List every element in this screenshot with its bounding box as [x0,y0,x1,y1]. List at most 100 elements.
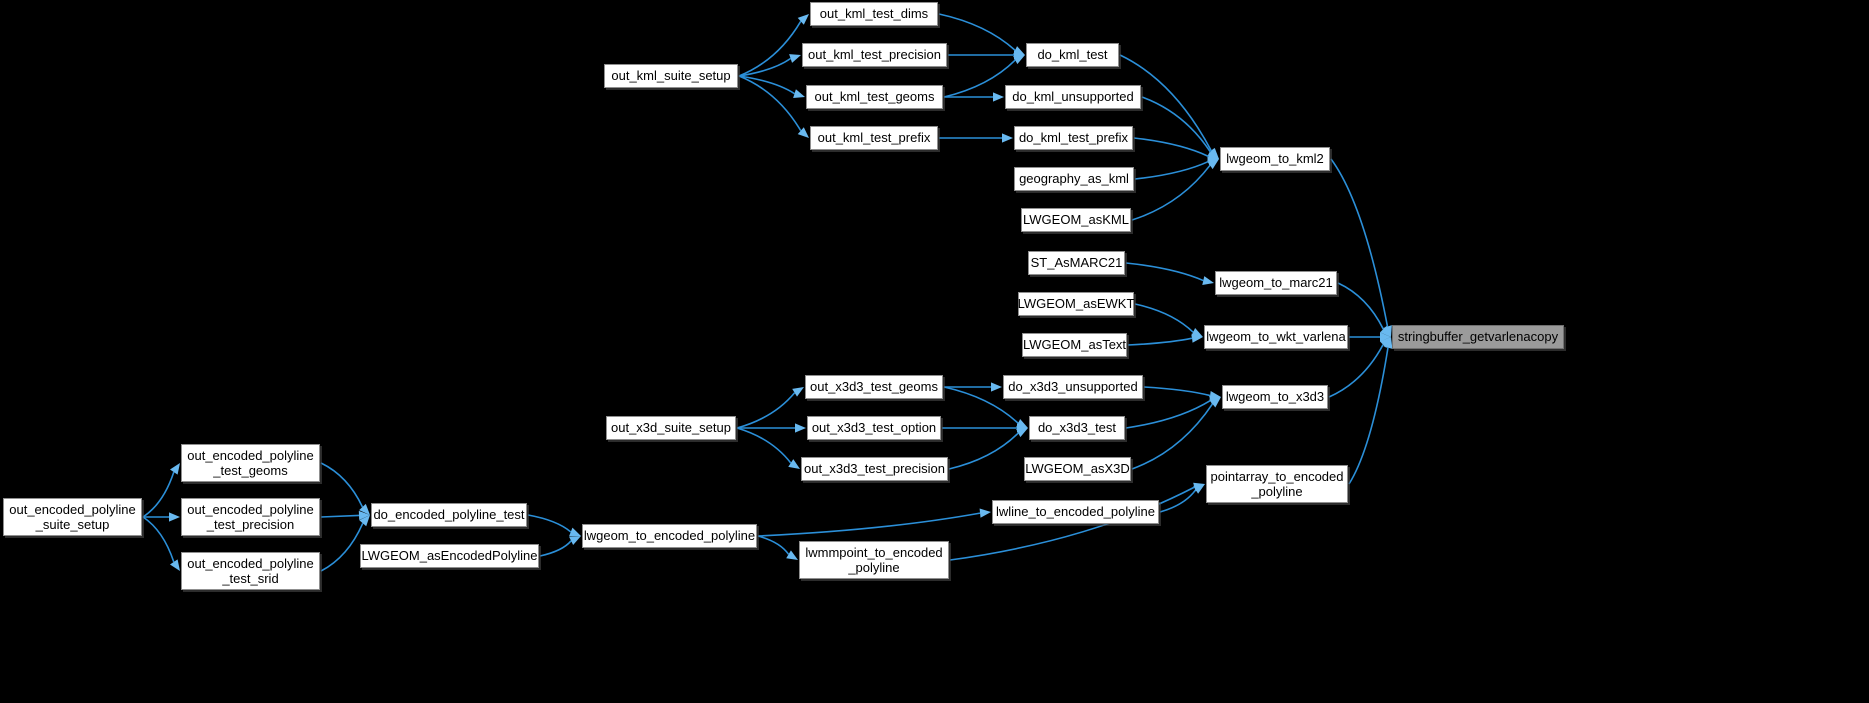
edge-lwmmpoint_to_encoded_polyline-to-pointarray_to_encoded_polyline [949,486,1195,561]
edge-out_kml_suite_setup-to-out_kml_test_precision [738,57,792,77]
graph-node-do_kml_unsupported[interactable]: do_kml_unsupported [1005,85,1141,109]
graph-node-lwmmpoint_to_encoded_polyline[interactable]: lwmmpoint_to_encoded _polyline [799,541,949,579]
edge-out_encoded_polyline_test_geoms-to-do_encoded_polyline_test [320,462,364,508]
edge-out_encoded_polyline_suite_setup-to-out_encoded_polyline_test_geoms [142,471,175,518]
edge-lwgeom_to_encoded_polyline-to-lwmmpoint_to_encoded_polyline [757,535,790,555]
edge-out_kml_suite_setup-to-out_kml_test_dims [738,20,802,77]
graph-node-lwgeom_to_wkt_varlena[interactable]: lwgeom_to_wkt_varlena [1204,325,1348,349]
graph-node-do_encoded_polyline_test[interactable]: do_encoded_polyline_test [371,503,527,527]
graph-node-do_x3d3_unsupported[interactable]: do_x3d3_unsupported [1003,375,1143,399]
edge-lwgeom_to_kml2-to-stringbuffer_getvarlenacopy [1330,158,1389,327]
arrowhead-out_x3d_suite_setup-to-out_x3d3_test_option [795,423,806,433]
arrowhead-out_encoded_polyline_test_geoms-to-do_encoded_polyline_test [359,503,370,515]
graph-node-LWGEOM_asEWKT[interactable]: LWGEOM_asEWKT [1018,292,1134,316]
edge-do_encoded_polyline_test-to-lwgeom_to_encoded_polyline [527,514,572,533]
edge-LWGEOM_asX3D-to-lwgeom_to_x3d3 [1131,403,1214,470]
graph-node-out_kml_suite_setup[interactable]: out_kml_suite_setup [604,64,738,88]
arrowhead-out_kml_suite_setup-to-out_kml_test_dims [797,14,809,25]
arrowhead-lwgeom_to_x3d3-to-stringbuffer_getvarlenacopy [1379,337,1391,348]
arrowhead-LWGEOM_asEncodedPolyline-to-lwgeom_to_encoded_polyline [569,536,581,545]
edge-LWGEOM_asKML-to-lwgeom_to_kml2 [1131,164,1211,221]
arrowhead-out_encoded_polyline_test_srid-to-do_encoded_polyline_test [359,515,370,527]
edge-out_kml_test_geoms-to-do_kml_test [943,59,1016,98]
arrowhead-out_kml_suite_setup-to-out_kml_test_precision [789,54,801,63]
edge-do_kml_test-to-lwgeom_to_kml2 [1119,54,1213,152]
arrowhead-lwmmpoint_to_encoded_polyline-to-pointarray_to_encoded_polyline [1193,482,1205,492]
graph-node-out_kml_test_prefix[interactable]: out_kml_test_prefix [810,126,938,150]
edge-do_kml_test_prefix-to-lwgeom_to_kml2 [1133,137,1209,158]
graph-node-lwgeom_to_encoded_polyline[interactable]: lwgeom_to_encoded_polyline [582,524,757,548]
edge-pointarray_to_encoded_polyline-to-stringbuffer_getvarlenacopy [1348,347,1389,485]
graph-node-lwgeom_to_kml2[interactable]: lwgeom_to_kml2 [1220,147,1330,171]
graph-node-LWGEOM_asX3D[interactable]: LWGEOM_asX3D [1024,457,1131,481]
arrowhead-out_x3d_suite_setup-to-out_x3d3_test_geoms [792,387,804,397]
graph-node-do_kml_test[interactable]: do_kml_test [1026,43,1119,67]
arrowhead-do_encoded_polyline_test-to-lwgeom_to_encoded_polyline [569,527,581,537]
graph-node-do_x3d3_test[interactable]: do_x3d3_test [1029,416,1125,440]
graph-node-out_kml_test_dims[interactable]: out_kml_test_dims [810,2,938,26]
graph-node-lwline_to_encoded_polyline[interactable]: lwline_to_encoded_polyline [992,500,1159,524]
graph-node-out_encoded_polyline_test_srid[interactable]: out_encoded_polyline _test_srid [181,552,320,590]
graph-node-stringbuffer_getvarlenacopy[interactable]: stringbuffer_getvarlenacopy [1392,325,1564,349]
edge-out_encoded_polyline_test_precision-to-do_encoded_polyline_test [320,514,360,518]
graph-node-out_kml_test_geoms[interactable]: out_kml_test_geoms [806,85,943,109]
edge-do_x3d3_unsupported-to-lwgeom_to_x3d3 [1143,386,1211,397]
graph-node-out_x3d3_test_geoms[interactable]: out_x3d3_test_geoms [805,375,943,399]
graph-node-geography_as_kml[interactable]: geography_as_kml [1014,167,1134,191]
arrowhead-ST_AsMARC21-to-lwgeom_to_marc21 [1202,276,1214,286]
edge-out_kml_test_dims-to-do_kml_test [938,13,1016,51]
edge-do_x3d3_test-to-lwgeom_to_x3d3 [1125,399,1211,429]
edge-out_x3d3_test_geoms-to-do_x3d3_test [943,386,1019,424]
arrowhead-out_encoded_polyline_test_precision-to-do_encoded_polyline_test [358,510,370,521]
arrowhead-lwgeom_to_marc21-to-stringbuffer_getvarlenacopy [1380,325,1391,337]
graph-node-lwgeom_to_x3d3[interactable]: lwgeom_to_x3d3 [1222,385,1328,409]
edge-ST_AsMARC21-to-lwgeom_to_marc21 [1125,262,1204,282]
graph-node-do_kml_test_prefix[interactable]: do_kml_test_prefix [1014,126,1133,150]
graph-node-out_encoded_polyline_test_geoms[interactable]: out_encoded_polyline _test_geoms [181,444,320,482]
edge-LWGEOM_asText-to-lwgeom_to_wkt_varlena [1127,337,1193,346]
arrowhead-out_kml_test_geoms-to-do_kml_unsupported [993,92,1004,102]
edge-lwgeom_to_x3d3-to-stringbuffer_getvarlenacopy [1328,344,1384,398]
graph-node-LWGEOM_asKML[interactable]: LWGEOM_asKML [1021,208,1131,232]
arrowhead-out_encoded_polyline_suite_setup-to-out_encoded_polyline_test_srid [169,559,180,571]
graph-node-out_encoded_polyline_suite_setup[interactable]: out_encoded_polyline _suite_setup [3,498,142,536]
edge-out_kml_suite_setup-to-out_kml_test_geoms [738,75,795,95]
arrowhead-out_x3d3_test_geoms-to-do_x3d3_unsupported [991,382,1002,392]
arrowhead-out_encoded_polyline_suite_setup-to-out_encoded_polyline_test_precision [169,512,180,522]
edge-lwline_to_encoded_polyline-to-pointarray_to_encoded_polyline [1159,489,1197,513]
graph-node-out_x3d3_test_precision[interactable]: out_x3d3_test_precision [801,457,948,481]
arrowhead-pointarray_to_encoded_polyline-to-stringbuffer_getvarlenacopy [1383,337,1393,349]
edge-out_kml_suite_setup-to-out_kml_test_prefix [738,75,802,132]
edge-lwgeom_to_encoded_polyline-to-lwline_to_encoded_polyline [757,512,981,537]
graph-node-out_x3d3_test_option[interactable]: out_x3d3_test_option [807,416,941,440]
graph-node-LWGEOM_asText[interactable]: LWGEOM_asText [1022,333,1127,357]
arrowhead-out_kml_test_prefix-to-do_kml_test_prefix [1002,133,1013,143]
arrowhead-lwgeom_to_encoded_polyline-to-lwmmpoint_to_encoded_polyline [786,550,798,560]
graph-node-lwgeom_to_marc21[interactable]: lwgeom_to_marc21 [1215,271,1337,295]
arrowhead-out_kml_suite_setup-to-out_kml_test_prefix [797,127,809,138]
edge-out_x3d_suite_setup-to-out_x3d3_test_precision [736,427,792,464]
arrowhead-lwgeom_to_encoded_polyline-to-lwline_to_encoded_polyline [979,508,991,518]
edge-LWGEOM_asEncodedPolyline-to-lwgeom_to_encoded_polyline [539,540,572,557]
arrowhead-lwgeom_to_wkt_varlena-to-stringbuffer_getvarlenacopy [1380,332,1391,342]
arrowhead-out_kml_test_geoms-to-do_kml_test [1013,55,1025,65]
edge-out_encoded_polyline_suite_setup-to-out_encoded_polyline_test_srid [142,516,175,563]
graph-node-out_kml_test_precision[interactable]: out_kml_test_precision [802,43,947,67]
graph-node-pointarray_to_encoded_polyline[interactable]: pointarray_to_encoded _polyline [1206,465,1348,503]
arrowhead-LWGEOM_asX3D-to-lwgeom_to_x3d3 [1209,397,1221,408]
graph-node-out_x3d_suite_setup[interactable]: out_x3d_suite_setup [606,416,736,440]
graph-node-out_encoded_polyline_test_precision[interactable]: out_encoded_polyline _test_precision [181,498,320,536]
edge-out_x3d3_test_precision-to-do_x3d3_test [948,432,1019,470]
edge-geography_as_kml-to-lwgeom_to_kml2 [1134,160,1209,180]
graph-node-LWGEOM_asEncodedPolyline[interactable]: LWGEOM_asEncodedPolyline [360,544,539,568]
edge-do_kml_unsupported-to-lwgeom_to_kml2 [1141,96,1212,153]
graph-node-ST_AsMARC21[interactable]: ST_AsMARC21 [1028,251,1125,275]
arrowhead-LWGEOM_asKML-to-lwgeom_to_kml2 [1207,159,1219,170]
edge-out_x3d_suite_setup-to-out_x3d3_test_geoms [736,392,796,429]
arrowhead-out_x3d3_test_precision-to-do_x3d3_test [1016,428,1028,438]
arrowhead-out_kml_suite_setup-to-out_kml_test_geoms [793,89,805,99]
edge-LWGEOM_asEWKT-to-lwgeom_to_wkt_varlena [1134,303,1194,333]
edge-out_encoded_polyline_test_srid-to-do_encoded_polyline_test [320,522,364,572]
